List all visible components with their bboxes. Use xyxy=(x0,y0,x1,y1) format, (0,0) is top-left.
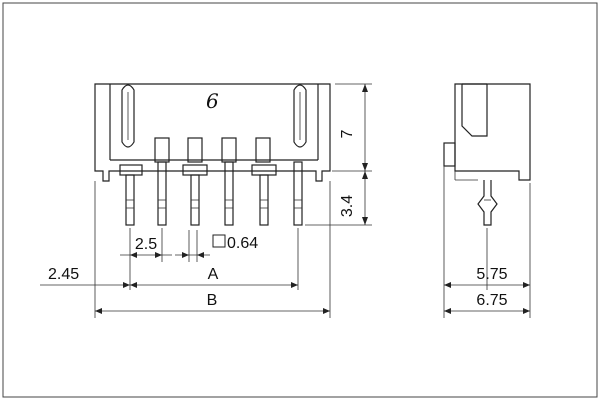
pin xyxy=(119,164,143,226)
dim-label-5-75: 5.75 xyxy=(476,266,507,283)
pin-leg xyxy=(157,161,167,226)
dim-label-b: B xyxy=(207,292,218,309)
front-view: 6 xyxy=(40,83,372,318)
pin-shoulder xyxy=(182,164,208,176)
square-symbol-icon xyxy=(212,234,226,248)
pin-leg xyxy=(224,161,234,226)
dim-label-2-45: 2.45 xyxy=(48,266,79,283)
side-boss xyxy=(443,142,456,167)
right-latch-slot xyxy=(293,84,307,148)
dim-label-3-4: 3.4 xyxy=(339,195,356,217)
side-cavity xyxy=(461,84,488,137)
pins xyxy=(119,161,303,226)
pin-cavity xyxy=(255,137,271,163)
pin xyxy=(224,161,234,226)
pin-cavity xyxy=(187,137,203,163)
pin xyxy=(293,161,303,226)
dim-label-7: 7 xyxy=(339,129,356,138)
dim-label-6-75: 6.75 xyxy=(476,292,507,309)
pin xyxy=(251,164,277,226)
dim-arrows-0-64 xyxy=(182,252,204,258)
pin xyxy=(157,161,167,226)
front-body-outline xyxy=(94,83,331,182)
dim-label-2-5: 2.5 xyxy=(135,236,157,253)
side-view: 5.75 6.75 xyxy=(443,83,531,318)
pin-shoulder xyxy=(251,164,277,176)
side-body-outline xyxy=(454,83,531,181)
pin xyxy=(182,164,208,226)
pin-count-mark: 6 xyxy=(206,89,219,113)
pin-cavity xyxy=(221,137,237,163)
pin-leg xyxy=(293,161,303,226)
dim-label-a: A xyxy=(208,266,219,283)
pin-cavities xyxy=(154,137,271,163)
dim-arrows-2-5 xyxy=(130,252,162,258)
left-latch-slot xyxy=(121,84,135,148)
side-pin xyxy=(477,180,498,226)
pin-shoulder xyxy=(119,164,143,176)
dim-label-0-64: 0.64 xyxy=(227,235,258,252)
pin-cavity xyxy=(154,137,170,163)
